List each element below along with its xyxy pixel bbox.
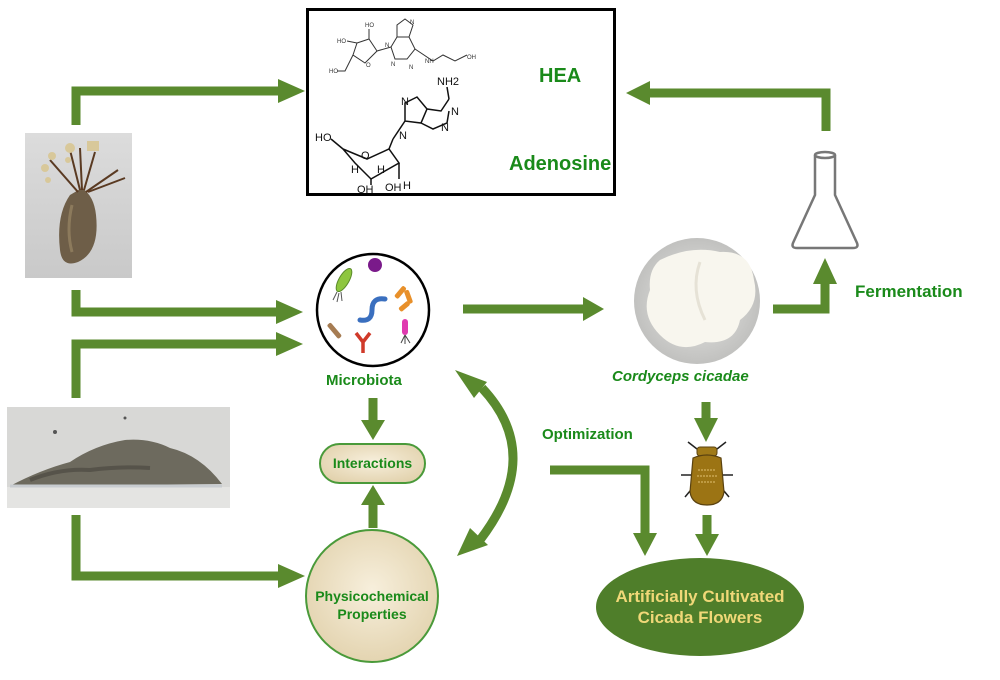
arrow-flask-to-compounds bbox=[648, 88, 831, 131]
adenosine-label: Adenosine bbox=[509, 153, 612, 175]
arrowhead bbox=[695, 534, 719, 556]
arrowhead bbox=[276, 332, 303, 356]
physicochemical-label-line1: Physicochemical bbox=[315, 588, 429, 604]
arrow-optimization bbox=[550, 465, 650, 535]
microbiota-circle bbox=[315, 252, 431, 368]
erlenmeyer-flask-icon bbox=[791, 150, 859, 250]
arrowhead bbox=[455, 370, 487, 398]
arrowhead bbox=[278, 79, 305, 103]
microbe-red-y bbox=[354, 331, 372, 353]
atom-label: N bbox=[409, 65, 413, 71]
atom-label: O bbox=[366, 63, 371, 69]
arrowhead bbox=[813, 258, 837, 284]
atom-label: O bbox=[361, 150, 370, 162]
atom-label: HO bbox=[337, 39, 346, 45]
atom-label: OH bbox=[467, 55, 476, 61]
arrow-photo-to-microbiota bbox=[71, 290, 278, 317]
arrowhead bbox=[626, 81, 650, 105]
atom-label: H bbox=[403, 180, 411, 192]
cultivated-label-line1: Artificially Cultivated bbox=[615, 587, 785, 606]
arrow-cordyceps-to-flask bbox=[773, 282, 830, 314]
physicochemical-label-line2: Properties bbox=[337, 606, 407, 622]
arrowhead bbox=[278, 564, 305, 588]
compound-structures-box: HO HO HO O N N N N NH OH HO O H H H OH O… bbox=[306, 8, 616, 196]
microbe-blue-spirillum bbox=[357, 296, 388, 323]
atom-label: HO bbox=[329, 69, 338, 75]
arrow-soil-to-physicochemical bbox=[71, 515, 280, 581]
fermentation-label: Fermentation bbox=[855, 282, 963, 301]
arrow-photo-to-compounds bbox=[71, 86, 280, 125]
atom-label: N bbox=[410, 20, 414, 26]
interactions-label: Interactions bbox=[332, 455, 413, 471]
microbe-orange-rods bbox=[394, 286, 413, 312]
cicada-flower-photo bbox=[25, 133, 132, 278]
arrowhead bbox=[633, 533, 657, 556]
microbiota-label: Microbiota bbox=[326, 372, 402, 389]
microbe-pink-rod bbox=[402, 319, 408, 335]
arrow-microbiota-physicochemical-curve bbox=[476, 384, 518, 543]
atom-label: H bbox=[351, 164, 359, 176]
atom-label: HO bbox=[365, 23, 374, 29]
interactions-node bbox=[319, 443, 426, 484]
arrow-soil-to-microbiota bbox=[71, 339, 278, 398]
adenosine-structure bbox=[330, 86, 450, 185]
atom-label: N bbox=[385, 43, 389, 49]
atom-label: N bbox=[401, 96, 409, 108]
cultivated-label-line2: Cicada Flowers bbox=[637, 608, 763, 627]
atom-label: N bbox=[441, 122, 449, 134]
soil-photo bbox=[7, 407, 230, 508]
atom-label: NH2 bbox=[437, 76, 459, 88]
arrowhead bbox=[361, 420, 385, 440]
atom-label: N bbox=[451, 106, 459, 118]
optimization-label: Optimization bbox=[542, 426, 633, 443]
atom-label: OH bbox=[385, 182, 402, 193]
microbe-striped-rod bbox=[327, 322, 342, 339]
atom-label: H bbox=[377, 164, 385, 176]
atom-label: N bbox=[391, 62, 395, 68]
arrowhead bbox=[583, 297, 604, 321]
hea-label: HEA bbox=[539, 65, 582, 87]
hea-structure bbox=[337, 18, 468, 72]
cordyceps-petri-dish bbox=[634, 238, 760, 364]
arrowhead bbox=[276, 300, 303, 324]
cultivated-cicada-flowers-node bbox=[596, 558, 804, 656]
physicochemical-node bbox=[305, 529, 439, 663]
atom-label: HO bbox=[315, 132, 332, 144]
arrowhead bbox=[457, 528, 488, 556]
atom-label: N bbox=[399, 130, 407, 142]
arrowhead bbox=[361, 485, 385, 505]
microbe-green-bacillus bbox=[335, 267, 353, 293]
arrowhead bbox=[694, 418, 718, 442]
chemical-structures: HO HO HO O N N N N NH OH HO O H H H OH O… bbox=[315, 18, 476, 193]
cordyceps-label: Cordyceps cicadae bbox=[612, 368, 749, 385]
cicada-icon bbox=[681, 441, 733, 506]
microbe-purple-coccus bbox=[368, 258, 382, 272]
atom-label: OH bbox=[357, 184, 374, 193]
atom-label: NH bbox=[425, 59, 434, 65]
